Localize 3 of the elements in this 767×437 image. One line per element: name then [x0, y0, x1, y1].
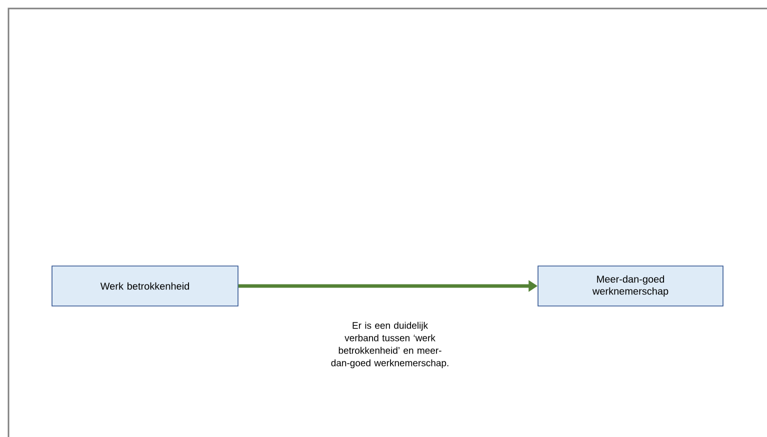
- process-box: Werk betrokkenheid: [52, 266, 238, 306]
- process-box: Meer-dan-goed werknemerschap: [538, 266, 724, 306]
- note-text: Er is een duidelijk verband tussen ‘werk betrokkenheid’ en meer-dan-goed werknemerschap.: [331, 322, 448, 368]
